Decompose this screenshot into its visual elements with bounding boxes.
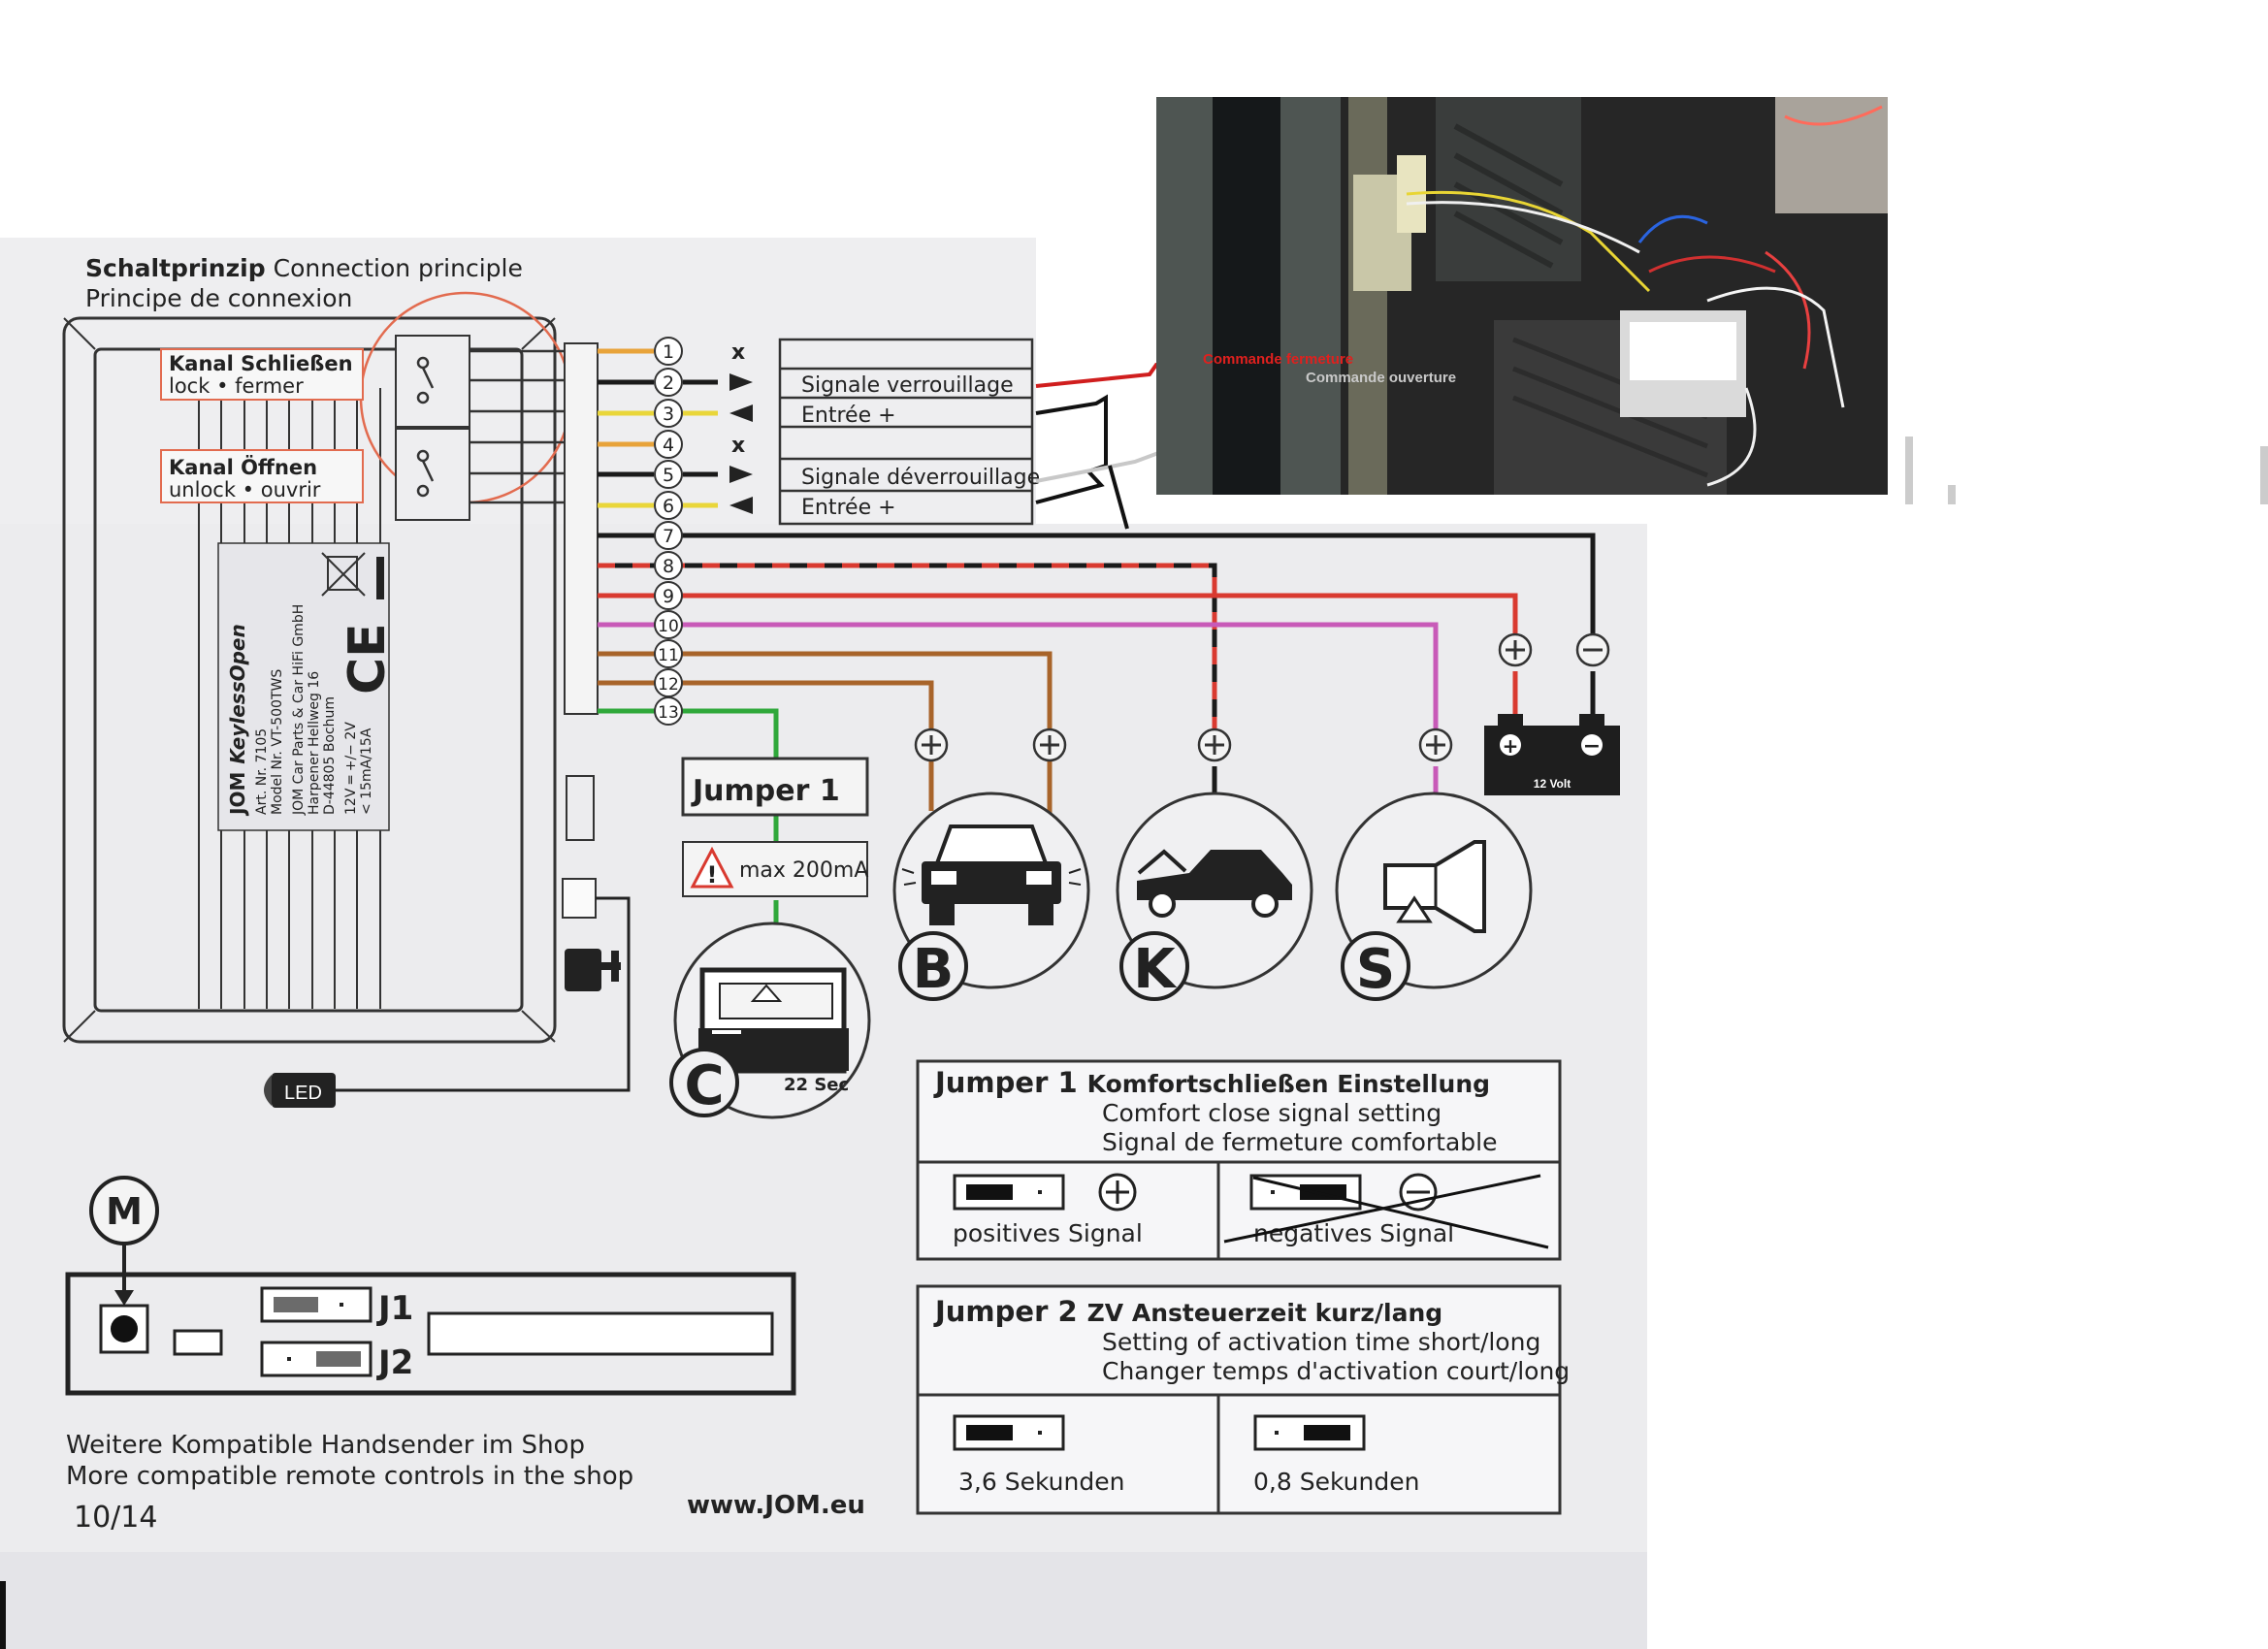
channel-lock-box <box>160 348 364 401</box>
pin-1: 1 <box>663 341 674 363</box>
device-label-text: JOMKeylessOpen Art. Nr. 7105 Model Nr. V… <box>226 604 374 817</box>
jumper1-option-negative: negatives Signal <box>1253 1219 1454 1247</box>
weee-bin-icon <box>321 552 366 597</box>
battery-minus: − <box>1583 734 1601 759</box>
led-label: LED <box>284 1083 322 1104</box>
signal-table <box>778 338 1034 526</box>
svg-text:D-44805 Bochum: D-44805 Bochum <box>322 696 338 815</box>
jumper1-box-label: Jumper 1 <box>691 774 840 808</box>
channel-unlock-sub: unlock • ouvrir <box>169 478 321 501</box>
photo-label-open: Commande ouverture <box>1306 370 1456 386</box>
jumper1-table-line3: Signal de fermeture comfortable <box>1102 1128 1497 1156</box>
signal-unlock: Signale déverrouillage <box>801 466 1040 490</box>
channel-unlock-title: Kanal Öffnen <box>169 455 317 479</box>
jumper1-option-positive: positives Signal <box>953 1219 1143 1247</box>
footer-page-number: 10/14 <box>74 1501 157 1535</box>
photo-label-close: Commande fermeture <box>1203 351 1353 368</box>
diagram-subtitle: Principe de connexion <box>85 284 352 312</box>
pin-12: 12 <box>658 675 679 695</box>
pin-3: 3 <box>663 404 674 425</box>
push-button-icon <box>565 949 621 991</box>
controller-module <box>62 316 557 1044</box>
jumper2-table-line3: Changer temps d'activation court/long <box>1102 1357 1570 1385</box>
svg-text:!: ! <box>707 861 718 889</box>
warning-icon: ! <box>690 846 734 889</box>
jumper2-option-b: 0,8 Sekunden <box>1253 1468 1419 1496</box>
lights-letter-b: B <box>913 938 955 1001</box>
connector-block <box>564 342 599 715</box>
pin-8: 8 <box>663 556 674 577</box>
svg-text:12V ═ +/− 2V: 12V ═ +/− 2V <box>343 722 359 815</box>
channel-unlock-box <box>160 449 364 503</box>
pin-4: 4 <box>663 435 674 456</box>
pin-5: 5 <box>663 465 674 486</box>
pin4-x: x <box>731 434 745 458</box>
led-icon: LED <box>264 1073 336 1108</box>
installation-photo: Commande fermeture Commande ouverture <box>1156 97 1888 495</box>
board-j1-label: J1 <box>376 1289 413 1328</box>
signal-lock-input: Entrée + <box>801 404 896 428</box>
channel-lock-title: Kanal Schließen <box>169 352 353 375</box>
pin-2: 2 <box>663 372 674 394</box>
pin-6: 6 <box>663 496 674 517</box>
pin-9: 9 <box>663 586 674 607</box>
window-time: 22 Sec <box>784 1075 849 1095</box>
memory-button-m: M <box>106 1190 143 1233</box>
svg-text:Art. Nr. 7105: Art. Nr. 7105 <box>254 728 270 815</box>
board-j2-label: J2 <box>376 1343 413 1382</box>
svg-text:Model Nr. VT-500TWS: Model Nr. VT-500TWS <box>270 669 285 815</box>
max-current-label: max 200mA <box>739 858 868 883</box>
pin-7: 7 <box>663 526 674 547</box>
jumper1-box <box>681 757 869 817</box>
battery-label: 12 Volt <box>1534 777 1571 791</box>
jumper2-option-a: 3,6 Sekunden <box>958 1468 1124 1496</box>
lights-symbol: B <box>892 792 1090 1001</box>
circuit-board: M J1 J2 <box>65 1176 796 1396</box>
pin-11: 11 <box>658 646 679 665</box>
window-letter-c: C <box>684 1054 724 1117</box>
svg-text:JOMKeylessOpen: JOMKeylessOpen <box>226 624 249 817</box>
svg-text:JOM Car Parts & Car HiFi GmbH: JOM Car Parts & Car HiFi GmbH <box>291 604 307 816</box>
pin-10: 10 <box>658 617 679 636</box>
jumper2-table-line2: Setting of activation time short/long <box>1102 1328 1540 1356</box>
signal-lock: Signale verrouillage <box>801 373 1014 398</box>
svg-text:< 15mA/15A: < 15mA/15A <box>359 728 374 815</box>
pin1-x: x <box>731 340 745 365</box>
channel-lock-sub: lock • fermer <box>169 374 304 398</box>
led-connector <box>562 878 597 919</box>
battery-plus: + <box>1503 734 1519 758</box>
pin-circles <box>654 337 683 726</box>
window-symbol: C 22 Sec <box>669 922 871 1119</box>
jumper1-table-line2: Comfort close signal setting <box>1102 1099 1442 1127</box>
footer-line1: Weitere Kompatible Handsender im Shop <box>66 1431 585 1460</box>
signal-unlock-input: Entrée + <box>801 496 896 520</box>
trunk-symbol: K <box>1116 792 1313 1001</box>
svg-text:Harpener Hellweg 16: Harpener Hellweg 16 <box>307 671 322 815</box>
siren-letter-s: S <box>1356 938 1395 1001</box>
battery-icon: + − 12 Volt <box>1484 714 1620 795</box>
ce-mark: CE <box>339 623 397 695</box>
jumper-slot-small <box>566 775 595 841</box>
siren-symbol: S <box>1335 792 1533 1001</box>
trunk-letter-k: K <box>1133 938 1178 1001</box>
footer-line2: More compatible remote controls in the s… <box>66 1462 633 1491</box>
footer-url: www.JOM.eu <box>687 1491 865 1520</box>
pin-13: 13 <box>658 703 679 723</box>
